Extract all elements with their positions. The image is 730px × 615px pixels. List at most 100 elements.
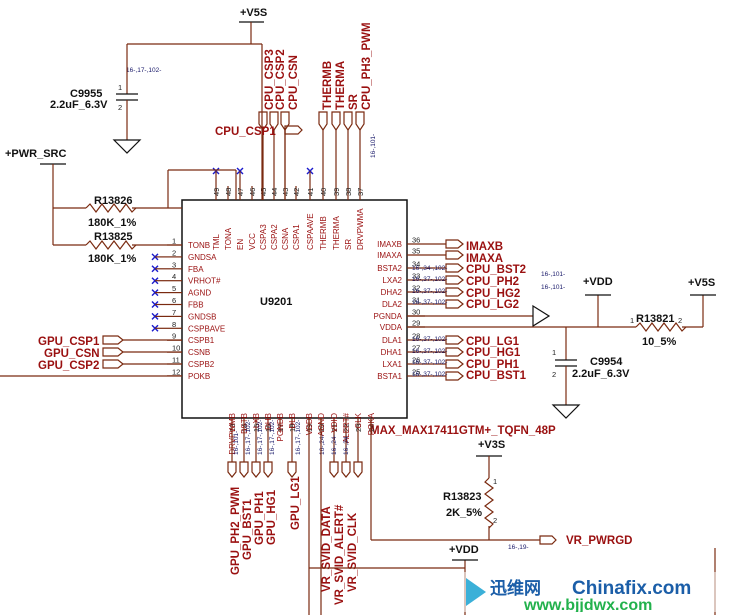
top-pin-num: 45	[259, 188, 268, 196]
bottom-pin-num: 16	[264, 424, 273, 432]
top-pin-name: THERMB	[319, 216, 328, 250]
svg-text:2: 2	[493, 516, 497, 525]
play-logo-icon	[466, 578, 486, 606]
svg-text:THERMB: THERMB	[322, 61, 334, 110]
left-pin-name: FBB	[188, 301, 204, 310]
left-pin-name: GNDSA	[188, 253, 217, 262]
svg-text:GPU_PH1: GPU_PH1	[254, 491, 266, 545]
top-pin-name: VCC	[248, 233, 257, 250]
r13821-value: 10_5%	[642, 336, 676, 348]
svg-text:16-,17-,102-: 16-,17-,102-	[269, 420, 276, 455]
svg-text:16-,37-,102-: 16-,37-,102-	[412, 371, 447, 378]
net-vr-pwrgd: VR_PWRGD	[566, 535, 632, 547]
svg-text:GPU_CSN: GPU_CSN	[44, 348, 100, 360]
svg-text:CPU_PH2: CPU_PH2	[466, 276, 519, 288]
right-pin-name: DHA1	[381, 348, 403, 357]
right-pin-num: 31	[412, 296, 420, 305]
top-pin-num: 41	[306, 188, 315, 196]
left-nets: GPU_CSP1 GPU_CSN GPU_CSP2	[38, 336, 100, 372]
left-pin-name: CSPB1	[188, 336, 215, 345]
svg-text:GPU_LG1: GPU_LG1	[290, 476, 302, 530]
left-pin-num: 5	[172, 284, 176, 293]
right-net-flag	[445, 263, 464, 273]
svg-text:CPU_HG2: CPU_HG2	[466, 288, 520, 300]
right-pin-name: BSTA2	[377, 264, 402, 273]
right-pin-name: DHA2	[381, 288, 403, 297]
svg-text:16-,101-: 16-,101-	[233, 431, 240, 455]
right-pin-num: 28	[412, 332, 420, 341]
top-pin-num: 49	[212, 188, 221, 196]
top-pin-num: 47	[236, 188, 245, 196]
c9955-value: 2.2uF_6.3V	[50, 99, 108, 111]
r13826-value: 180K_1%	[88, 217, 137, 229]
top-net-flag	[269, 111, 279, 132]
right-pin-num: 26	[412, 356, 420, 365]
right-net-flag	[445, 275, 464, 285]
chip-body	[181, 199, 408, 419]
bottom-net-flag	[239, 461, 249, 478]
top-pin-num: 46	[248, 188, 257, 196]
bottom-nets: GPU_PH2_PWM GPU_BST1 GPU_PH1 GPU_HG1 GPU…	[230, 476, 359, 605]
svg-text:CPU_CSP2: CPU_CSP2	[275, 49, 287, 110]
bottom-connectors	[227, 432, 363, 478]
left-connectors	[0, 335, 182, 377]
right-pin-name: PGNDA	[374, 312, 403, 321]
right-net-flag	[445, 347, 464, 357]
right-pin-num: 27	[412, 344, 420, 353]
bottom-net-flag	[329, 461, 339, 478]
right-pin-name: IMAXB	[377, 240, 402, 249]
watermark-site2: www.bjjdwx.com	[523, 597, 652, 612]
bottom-pin-name: LXB	[252, 413, 261, 428]
top-pin-num: 38	[344, 188, 353, 196]
top-pin-name: CSPAAVE	[306, 213, 315, 250]
svg-text:16-,24-: 16-,24-	[319, 434, 326, 455]
rail-vdd-right: +VDD	[583, 276, 613, 288]
right-pin-num: 33	[412, 272, 420, 281]
right-net-flag	[445, 359, 464, 369]
right-pin-num: 25	[412, 368, 420, 377]
top-pin-num: 40	[319, 188, 328, 196]
svg-text:IMAXA: IMAXA	[466, 253, 503, 265]
svg-text:CPU_LG2: CPU_LG2	[466, 299, 519, 311]
right-pin-name: IMAXA	[377, 251, 403, 260]
top-pin-name: DRVPWMA	[356, 208, 365, 250]
svg-text:16-,37-,102-: 16-,37-,102-	[412, 299, 447, 306]
left-pin-num: 2	[172, 248, 176, 257]
svg-text:CPU_BST2: CPU_BST2	[466, 264, 526, 276]
svg-text:CPU_PH1: CPU_PH1	[466, 359, 520, 371]
svg-text:16-,17-,102-: 16-,17-,102-	[295, 420, 302, 455]
right-refs: 16-,34-,102- 16-,37-,102- 16-,37-,102- 1…	[412, 265, 447, 378]
r13823-value: 2K_5%	[446, 507, 482, 519]
svg-text:GPU_CSP2: GPU_CSP2	[38, 360, 99, 372]
right-pin-num: 36	[412, 236, 420, 245]
right-net-flag	[445, 371, 464, 381]
bottom-net-flag	[353, 461, 363, 478]
svg-text:1: 1	[630, 316, 634, 325]
top-net-flag	[318, 111, 328, 132]
left-pin-name: CSPBAVE	[188, 324, 225, 333]
right-net-flag	[445, 299, 464, 309]
svg-text:IMAXB: IMAXB	[466, 241, 503, 253]
svg-text:16-,17-,102-: 16-,17-,102-	[257, 420, 264, 455]
svg-text:16-,37-,102-: 16-,37-,102-	[412, 348, 447, 355]
rail-v5s-right: +V5S	[688, 277, 715, 289]
c9954-value: 2.2uF_6.3V	[572, 368, 630, 380]
top-pin-num: 42	[292, 188, 301, 196]
left-pin-num: 11	[172, 356, 180, 365]
svg-text:CPU_HG1: CPU_HG1	[466, 347, 521, 359]
left-pin-num: 9	[172, 332, 176, 341]
left-pin-name: GNDSB	[188, 312, 216, 321]
svg-text:SR: SR	[348, 93, 360, 110]
svg-text:CPU_PH3_PWM: CPU_PH3_PWM	[361, 22, 373, 110]
right-pin-num: 32	[412, 284, 420, 293]
svg-text:16-,37-,102-: 16-,37-,102-	[412, 359, 447, 366]
r13825-ref: R13825	[94, 231, 133, 243]
bottom-pin-num: 18	[288, 424, 297, 432]
right-net-flag	[445, 239, 464, 249]
bottom-net-flag	[287, 461, 297, 478]
svg-text:16-,24-: 16-,24-	[343, 434, 350, 455]
svg-text:CPU_LG1: CPU_LG1	[466, 336, 520, 348]
top-pin-name: TML	[212, 233, 221, 250]
